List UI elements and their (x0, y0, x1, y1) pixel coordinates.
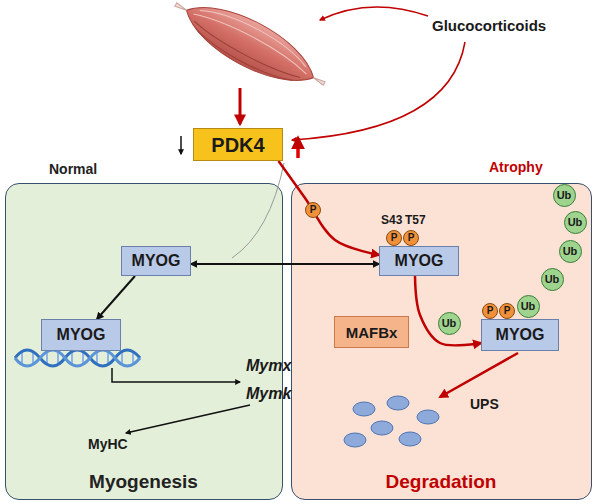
node-text: MYOG (496, 327, 545, 343)
node-text: Ub (545, 274, 560, 285)
phospho-circle: P (482, 303, 498, 319)
node-text: Ub (442, 318, 457, 329)
kinase-box: PDK4 (193, 128, 283, 161)
decrease-arrow (180, 136, 182, 154)
phospho-circle: P (499, 303, 515, 319)
protein-box: MYOG (379, 246, 459, 276)
protein-box: MYOG (41, 319, 121, 351)
phospho-circle: P (386, 230, 402, 246)
atrophy-panel: AtrophyDegradationPPPMYOGMAFBxUbPPUbUbUb… (291, 183, 592, 500)
ubiquitin-circle: Ub (559, 240, 582, 263)
glucocorticoid-arrow (320, 7, 428, 20)
protein-box: MYOG (121, 246, 191, 276)
gene-label: Mymk (246, 386, 291, 402)
ubiquitin-circle: Ub (553, 184, 576, 207)
muscle-illustration (165, 0, 334, 103)
panel-heading: Normal (49, 162, 97, 176)
node-text: MYOG (57, 327, 106, 343)
ubiquitin-circle: Ub (541, 268, 564, 291)
node-text: P (391, 233, 398, 243)
glucocorticoid-arrow (292, 42, 465, 140)
node-text: PDK4 (211, 135, 264, 155)
phospho-circle: P (305, 202, 321, 218)
node-text: Ub (563, 246, 578, 257)
ubiquitin-circle: Ub (517, 295, 540, 318)
protein-box: MYOG (481, 319, 559, 351)
gene-label: Mymx (246, 358, 291, 374)
node-text: P (408, 233, 415, 243)
protein-label: MyHC (88, 437, 128, 451)
node-text: Ub (521, 301, 536, 312)
ligase-box: MAFBx (334, 316, 409, 348)
panel-heading: Atrophy (489, 160, 543, 174)
pathway-label: UPS (470, 397, 499, 411)
increase-arrow (296, 138, 300, 158)
site-label: S43 (381, 214, 402, 226)
node-text: P (310, 205, 317, 215)
node-text: P (504, 306, 511, 316)
node-text: MAFBx (346, 325, 398, 340)
panel-caption: Myogenesis (6, 472, 281, 491)
panel-caption: Degradation (292, 472, 590, 491)
node-text: Ub (568, 217, 583, 228)
node-text: MYOG (395, 253, 444, 269)
node-text: MYOG (132, 253, 181, 269)
phospho-circle: P (403, 230, 419, 246)
node-text: Ub (557, 190, 572, 201)
muscle-arrow (239, 88, 242, 124)
node-text: P (487, 306, 494, 316)
ubiquitin-circle: Ub (564, 211, 587, 234)
normal-panel: NormalMyogenesisMYOGMYOG (5, 183, 283, 500)
ubiquitin-circle: Ub (438, 312, 461, 335)
site-label: T57 (405, 214, 426, 226)
hormone-label: Glucocorticoids (432, 18, 546, 33)
